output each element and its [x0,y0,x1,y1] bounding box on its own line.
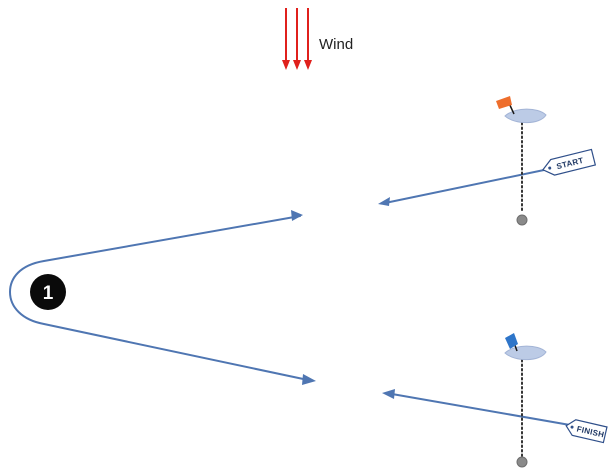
course-rounding [9,210,316,385]
finish-line: FINISH [504,333,608,468]
committee-boat-icon [504,108,547,124]
course-leg-finish [382,389,571,426]
finish-tag: FINISH [565,419,608,444]
start-flag-icon [496,96,515,115]
mark-number: 1 [43,283,54,304]
pin-buoy-icon [516,214,528,226]
start-line: START [496,96,597,226]
mark-buoy-icon [30,274,66,310]
wind-label: Wind [319,36,353,53]
wind-arrows-icon [282,8,312,70]
start-tag: START [542,148,597,176]
finish-flag-icon [505,333,518,352]
course-leg-start [378,169,545,206]
pin-buoy-icon [516,456,528,468]
